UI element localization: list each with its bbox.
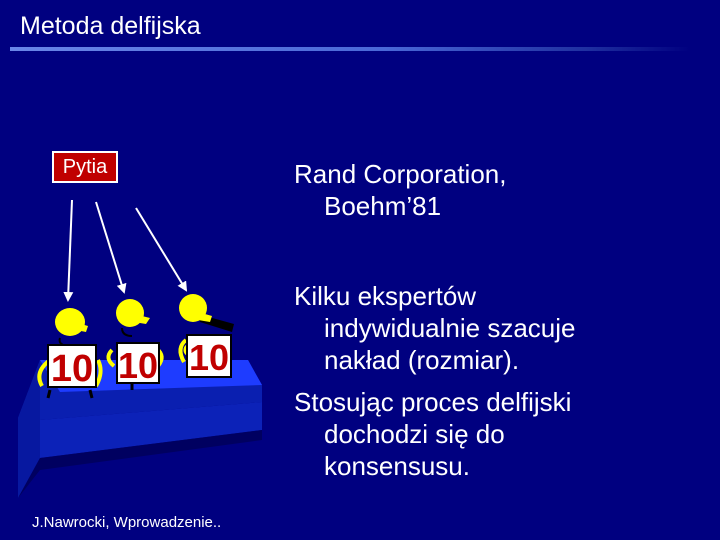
footer-author: J.Nawrocki, Wprowadzenie.. [32,514,222,531]
paragraph-consensus-line-3: konsensusu. [324,451,470,481]
paragraph-experts-line-1: Kilku ekspertów [294,281,477,311]
pytia-label: Pytia [62,156,108,178]
expert-2: 10 [106,299,164,390]
expert-1: 10 [37,308,103,399]
paragraph-experts: Kilku ekspertów indywidualnie szacuje na… [294,280,575,376]
title-underline [10,47,690,51]
expert-3-card [186,334,232,378]
expert-2-card-number: 10 [118,345,158,386]
paragraph-consensus-line-1: Stosując proces delfijski [294,387,572,417]
paragraph-consensus-line-2: dochodzi się do [324,419,505,449]
paragraph-experts-line-3: nakład (rozmiar). [324,345,520,375]
paragraph-rand-line-2: Boehm’81 [324,191,442,221]
expert-1-head [55,308,85,336]
paragraph-consensus: Stosując proces delfijski dochodzi się d… [294,386,571,482]
arrow-to-expert-2 [95,201,127,294]
expert-2-card [116,342,160,384]
arrow-to-expert-3 [135,207,188,292]
slide-title: Metoda delfijska [20,12,201,40]
expert-1-card [47,344,97,388]
paragraph-rand: Rand Corporation, Boehm’81 [294,158,506,222]
pytia-label-box: Pytia [52,151,118,183]
paragraph-rand-line-1: Rand Corporation, [294,159,507,189]
expert-1-card-number: 10 [51,348,93,390]
expert-3-card-number: 10 [189,337,229,378]
expert-3: 10 [178,294,234,378]
paragraph-experts-line-2: indywidualnie szacuje [324,313,576,343]
arrow-to-expert-1 [63,199,74,302]
pytia-arrows [63,199,188,302]
